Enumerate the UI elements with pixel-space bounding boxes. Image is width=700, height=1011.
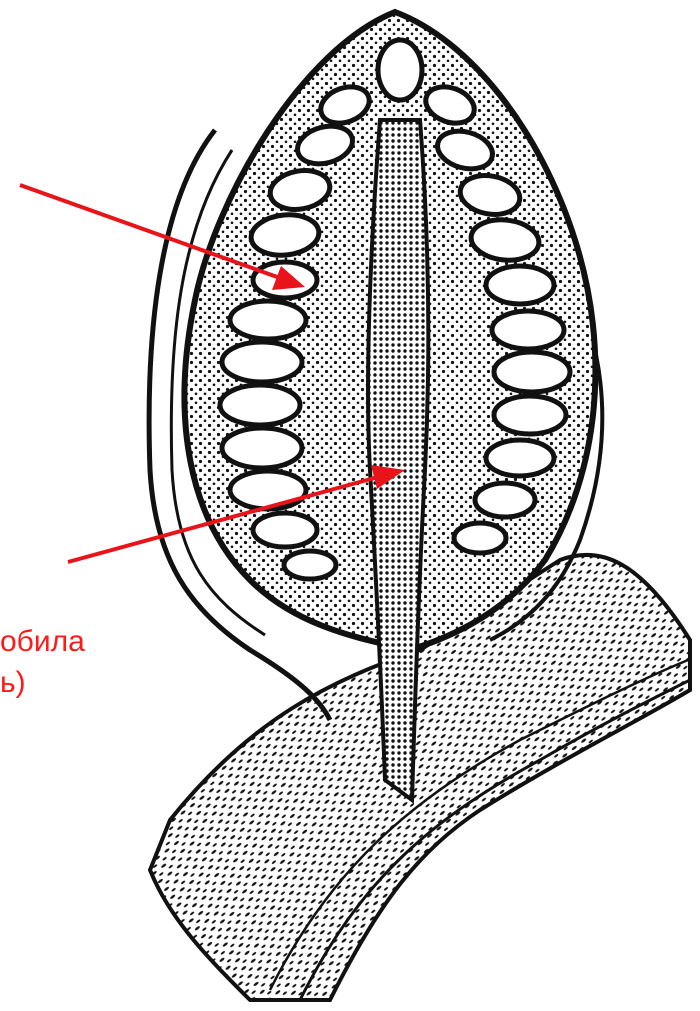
- label-strobilus-line-2: ь): [0, 663, 26, 703]
- label-strobilus-line-1: обила: [0, 622, 85, 662]
